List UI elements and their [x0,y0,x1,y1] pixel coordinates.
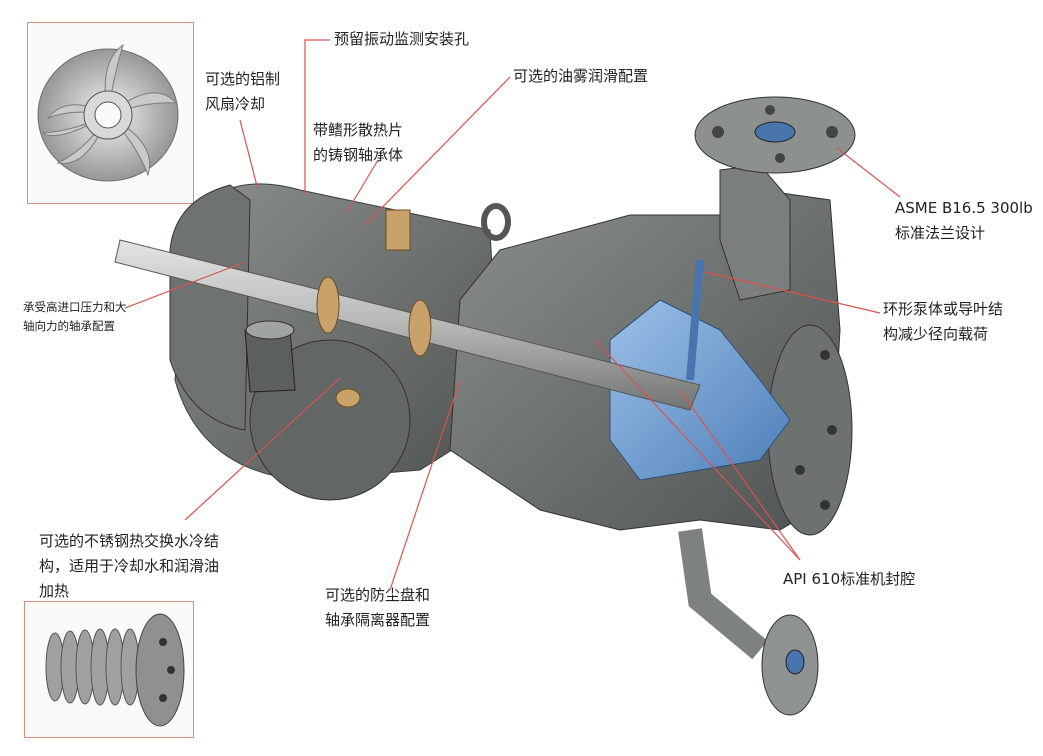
aluminum-fan-icon [37,43,179,182]
impeller [609,299,791,481]
label-volute-casing: 环形泵体或导叶结 构减少径向载荷 [883,300,1004,343]
heat-exchanger-inset [24,601,194,738]
coil-icon [45,613,185,727]
label-bearing-thrust: 承受高进口压力和大 轴向力的轴承配置 [23,300,127,333]
leader-lines [124,39,901,591]
fan-cover [169,184,251,431]
label-oil-mist: 可选的油雾润滑配置 [513,67,649,85]
oiler [244,320,296,393]
label-finned-bearing: 带鳍形散热片 的铸钢轴承体 [313,121,404,164]
label-dust-disc: 可选的防尘盘和 轴承隔离器配置 [325,586,431,629]
bearing-ring [316,276,340,334]
label-seal-chamber: API 610标准机封腔 [783,570,916,588]
bearing-ring [408,299,432,357]
pump-shaft [114,239,701,411]
label-heat-exchanger: 可选的不锈钢热交换水冷结 构，适用于冷却水和润滑油 加热 [39,532,220,600]
vent-fitting [385,209,411,251]
lifting-eye [481,203,511,241]
label-aluminum-fan: 可选的铝制 风扇冷却 [205,70,281,113]
drain-pipe [678,528,768,660]
fan-inset [27,22,194,204]
label-vibration-hole: 预留振动监测安装孔 [334,30,470,48]
label-asme-flange: ASME B16.5 300lb 标准法兰设计 [895,199,1033,242]
